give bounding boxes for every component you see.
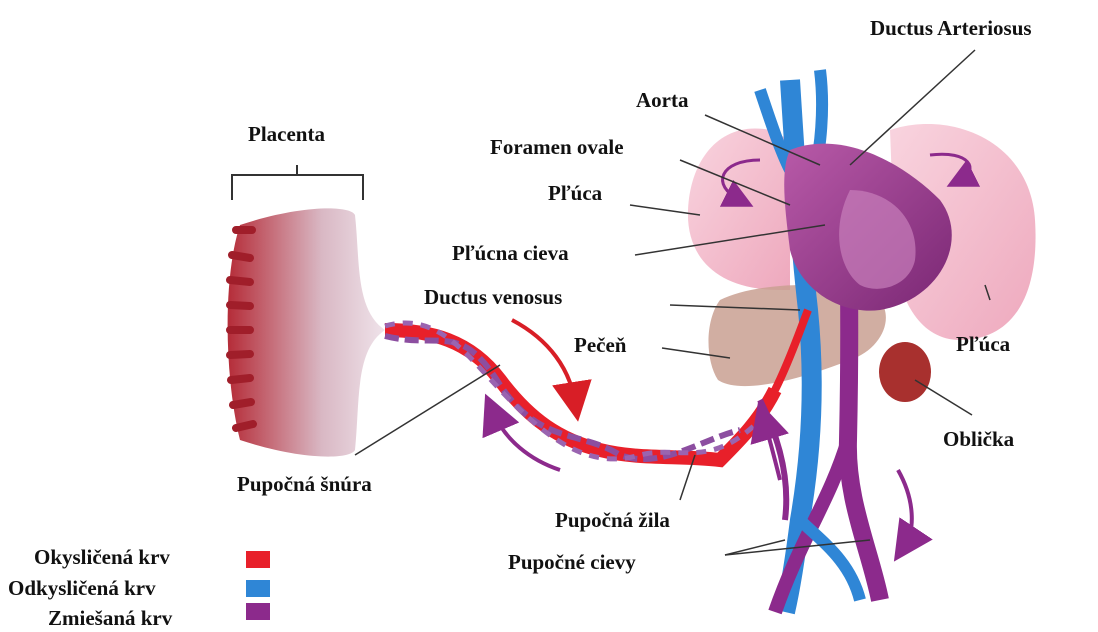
label-oblicka: Oblička	[943, 429, 1014, 450]
label-ductus-arteriosus: Ductus Arteriosus	[870, 18, 1032, 39]
legend-label-deoxygenated: Odkysličená krv	[8, 578, 156, 599]
placenta-bracket	[232, 165, 363, 200]
legend-label-oxygenated: Okysličená krv	[34, 547, 170, 568]
arrow-oxygenated-flow	[512, 320, 575, 402]
legend-swatch-deoxygenated	[246, 580, 270, 597]
iliac-blue	[800, 520, 860, 600]
label-pupocna-snura: Pupočná šnúra	[237, 474, 372, 495]
label-pluca-left: Pľúca	[548, 183, 602, 204]
label-pecen: Pečeň	[574, 335, 626, 356]
left-lung	[688, 128, 790, 290]
label-placenta: Placenta	[248, 124, 325, 145]
label-ductus-venosus: Ductus venosus	[424, 287, 562, 308]
label-plucna-cieva: Pľúcna cieva	[452, 243, 569, 264]
legend-swatch-oxygenated	[246, 551, 270, 568]
label-foramen-ovale: Foramen ovale	[490, 137, 624, 158]
label-pluca-right: Pľúca	[956, 334, 1010, 355]
legend-label-mixed: Zmiešaná krv	[48, 608, 172, 629]
legend-swatch-mixed	[246, 603, 270, 620]
arrow-descending	[898, 470, 912, 545]
label-aorta: Aorta	[636, 90, 688, 111]
label-pupocne-cievy: Pupočné cievy	[508, 552, 636, 573]
kidney	[879, 342, 931, 402]
label-pupocna-zila: Pupočná žila	[555, 510, 670, 531]
